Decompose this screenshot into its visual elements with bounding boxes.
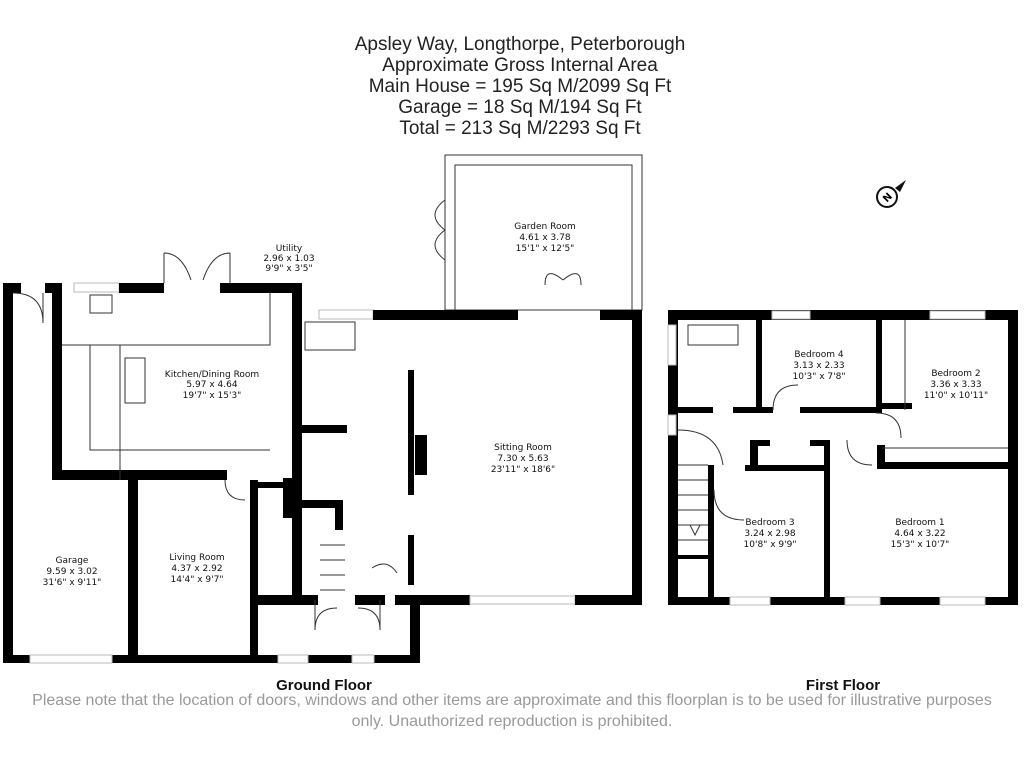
svg-text:10'3" x 7'8": 10'3" x 7'8" [793,372,846,382]
svg-text:Bedroom 2: Bedroom 2 [931,369,980,379]
room-label-living-room: Living Room 4.37 x 2.92 14'4" x 9'7" [169,553,224,585]
room-label-kitchen-dining: Kitchen/Dining Room 5.97 x 4.64 19'7" x … [165,370,259,401]
svg-text:Garden Room: Garden Room [514,222,575,232]
garage-area: Garage = 18 Sq M/194 Sq Ft [398,97,642,118]
first-floor-label: First Floor [806,677,880,694]
svg-text:10'8" x 9'9": 10'8" x 9'9" [744,540,797,550]
svg-text:15'1" x 12'5": 15'1" x 12'5" [516,244,575,254]
svg-text:9.59 x 3.02: 9.59 x 3.02 [46,567,97,577]
room-label-bedroom-2: Bedroom 2 3.36 x 3.33 11'0" x 10'11" [924,369,988,401]
svg-text:9'9" x 3'5": 9'9" x 3'5" [265,264,312,274]
svg-text:N: N [881,191,895,205]
svg-text:4.37 x 2.92: 4.37 x 2.92 [171,564,222,574]
svg-text:Bedroom 1: Bedroom 1 [895,518,944,528]
svg-text:11'0" x 10'11": 11'0" x 10'11" [924,391,988,401]
room-label-bedroom-3: Bedroom 3 3.24 x 2.98 10'8" x 9'9" [744,518,797,550]
total-area: Total = 213 Sq M/2293 Sq Ft [399,118,641,139]
room-label-garage: Garage 9.59 x 3.02 31'6" x 9'11" [43,556,102,588]
svg-text:19'7" x 15'3": 19'7" x 15'3" [183,391,242,401]
svg-text:14'4" x 9'7": 14'4" x 9'7" [171,575,224,585]
disclaimer-text: Please note that the location of doors, … [32,692,992,730]
main-house-area: Main House = 195 Sq M/2099 Sq Ft [368,76,672,97]
svg-text:15'3" x 10'7": 15'3" x 10'7" [891,540,950,550]
svg-text:23'11" x 18'6": 23'11" x 18'6" [491,465,555,475]
svg-text:4.61 x 3.78: 4.61 x 3.78 [519,233,570,243]
svg-text:Sitting Room: Sitting Room [494,443,552,453]
room-label-bedroom-4: Bedroom 4 3.13 x 2.33 10'3" x 7'8" [793,350,846,382]
first-floor-walls [667,310,1018,606]
svg-text:Garage: Garage [56,556,89,566]
svg-text:5.97 x 4.64: 5.97 x 4.64 [186,380,237,390]
svg-text:3.36 x 3.33: 3.36 x 3.33 [930,380,981,390]
room-label-bedroom-1: Bedroom 1 4.64 x 3.22 15'3" x 10'7" [891,518,950,550]
compass-north-icon: N [876,180,906,208]
svg-text:Living Room: Living Room [169,553,224,563]
svg-text:Utility: Utility [276,244,303,254]
ground-floor-walls [3,252,642,664]
svg-text:2.96 x 1.03: 2.96 x 1.03 [263,254,314,264]
svg-text:Bedroom 3: Bedroom 3 [745,518,794,528]
room-label-sitting-room: Sitting Room 7.30 x 5.63 23'11" x 18'6" [491,443,555,475]
svg-text:Kitchen/Dining Room: Kitchen/Dining Room [165,370,259,380]
room-label-garden-room: Garden Room 4.61 x 3.78 15'1" x 12'5" [514,222,575,254]
ground-floor-label: Ground Floor [276,677,372,694]
garden-room-outline [434,154,643,311]
plan-header: Apsley Way, Longthorpe, Peterborough App… [0,34,1024,139]
svg-text:31'6" x 9'11": 31'6" x 9'11" [43,578,102,588]
svg-text:Bedroom 4: Bedroom 4 [794,350,844,360]
room-label-utility: Utility 2.96 x 1.03 9'9" x 3'5" [263,244,314,274]
svg-text:4.64 x 3.22: 4.64 x 3.22 [894,529,945,539]
svg-text:3.24 x 2.98: 3.24 x 2.98 [744,529,795,539]
svg-text:7.30 x 5.63: 7.30 x 5.63 [497,454,548,464]
address-title: Apsley Way, Longthorpe, Peterborough [354,34,686,55]
svg-text:3.13 x 2.33: 3.13 x 2.33 [793,361,844,371]
area-subtitle: Approximate Gross Internal Area [382,55,658,76]
